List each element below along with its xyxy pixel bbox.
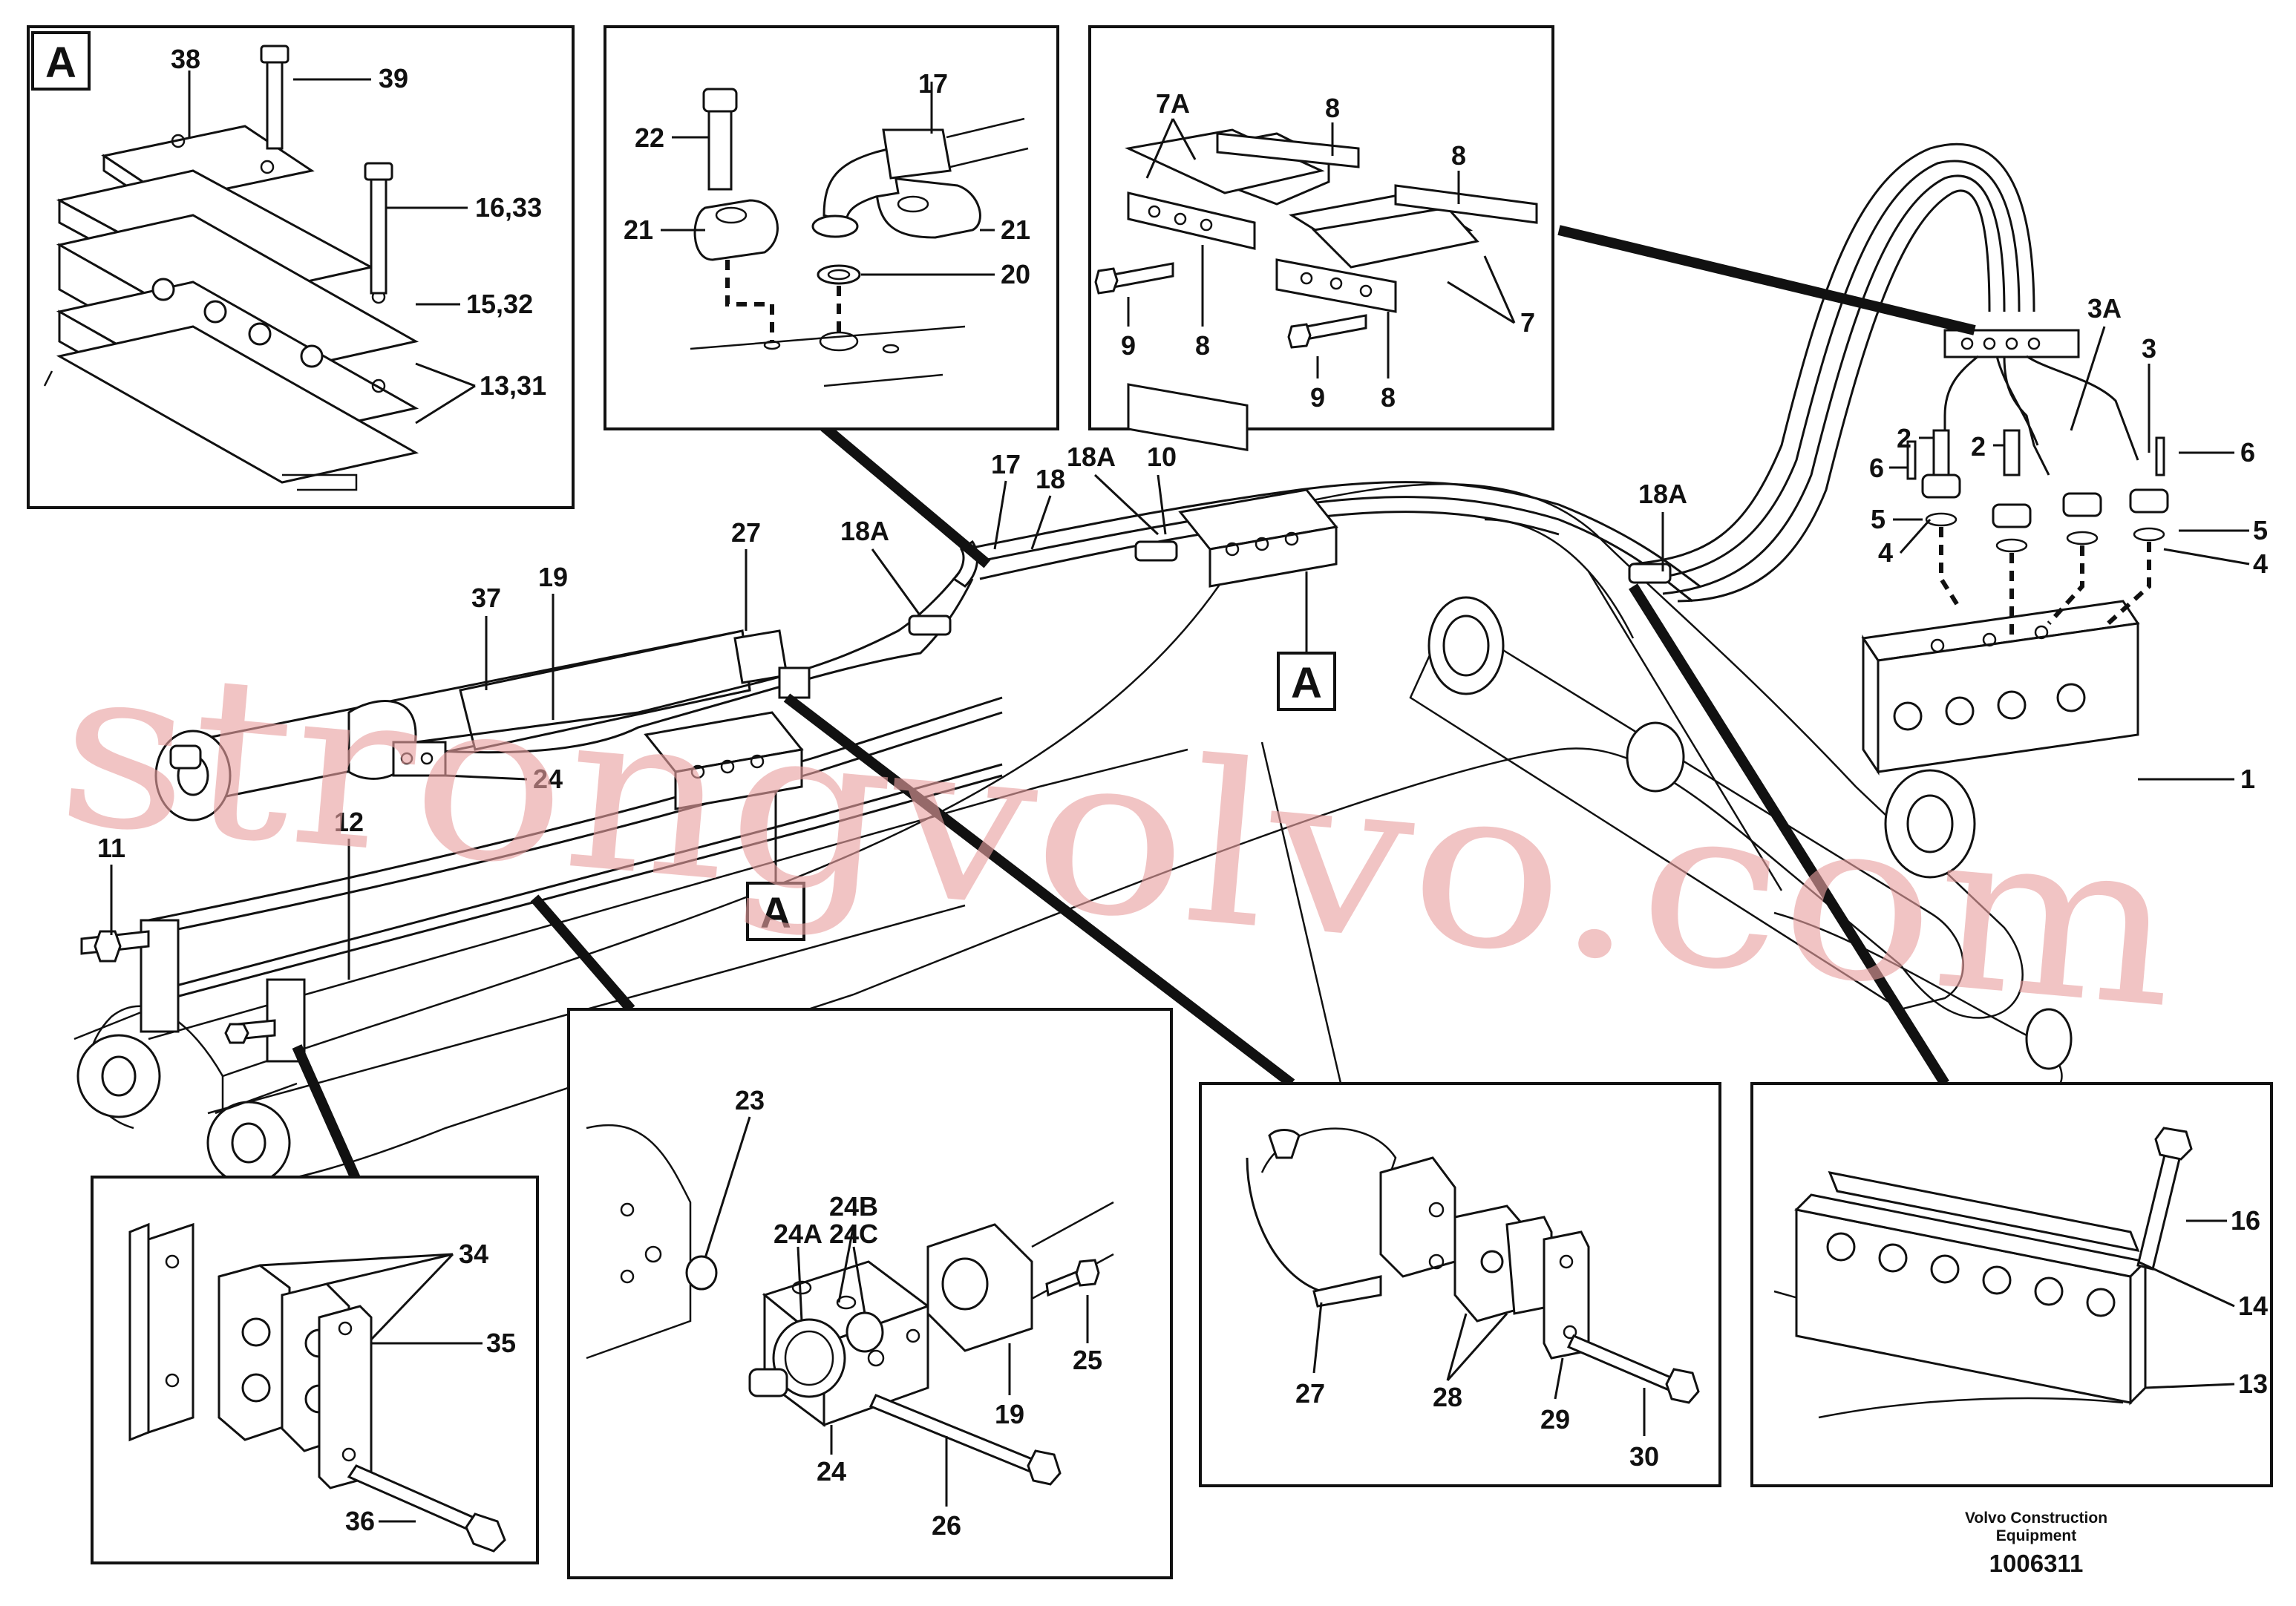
inset-boom-clamp: 16 14 13 (1750, 1082, 2273, 1487)
label-25: 25 (1073, 1345, 1102, 1375)
label-11: 11 (97, 833, 125, 863)
label-8-b: 8 (1451, 140, 1466, 171)
label-7: 7 (1520, 307, 1535, 338)
label-5-b: 5 (2253, 515, 2268, 545)
label-27-main: 27 (731, 517, 761, 548)
label-8-a: 8 (1325, 93, 1340, 123)
label-27-inset: 27 (1295, 1378, 1325, 1409)
inset-clamp-stack: A 38 39 16,33 15,32 13,31 (27, 25, 575, 509)
label-16: 16 (2231, 1205, 2260, 1236)
label-23: 23 (735, 1085, 765, 1115)
label-7A: 7A (1156, 88, 1190, 119)
hose-clamp-band (1246, 1157, 1322, 1293)
label-37: 37 (471, 583, 501, 613)
footer: Volvo Construction Equipment 1006311 (1965, 1510, 2107, 1577)
label-6-b: 6 (2240, 437, 2255, 468)
label-4-a: 4 (1878, 537, 1893, 568)
o-ring-24C (846, 1311, 884, 1353)
label-17-inset: 17 (918, 68, 948, 99)
clamp-half-a (218, 1264, 291, 1441)
label-24B: 24B (829, 1191, 878, 1222)
label-9-b: 9 (1310, 382, 1325, 413)
label-10: 10 (1147, 442, 1177, 472)
label-14: 14 (2238, 1291, 2268, 1321)
inset-hose-clamp: 27 28 29 30 (1199, 1082, 1721, 1487)
label-24-inset: 24 (817, 1456, 846, 1487)
flange-half-right (874, 177, 981, 239)
label-39: 39 (379, 63, 408, 94)
o-ring-24A (772, 1318, 846, 1398)
callout-connectors (292, 225, 1976, 1182)
label-24C: 24C (829, 1219, 878, 1249)
bolt-22 (707, 99, 733, 191)
view-tag-inset: A (45, 39, 76, 87)
control-valve (1861, 600, 2140, 776)
label-18: 18 (1036, 464, 1065, 494)
label-18A-right: 18A (1638, 479, 1687, 509)
label-21-right: 21 (1001, 214, 1030, 245)
main-assembly (73, 142, 2169, 1225)
valve-hose-clamp (1943, 329, 2080, 358)
inset-clamp-bars: 7A 8 8 9 8 9 8 7 (1088, 25, 1554, 451)
label-13: 13 (2238, 1369, 2268, 1399)
label-34: 34 (459, 1239, 488, 1269)
label-16-33: 16,33 (475, 192, 542, 223)
view-tag-main-upper: A (1291, 659, 1322, 707)
footer-company: Volvo Construction (1965, 1510, 2107, 1527)
label-3: 3 (2142, 333, 2156, 364)
label-5-a: 5 (1871, 504, 1885, 534)
drawing-number: 1006311 (1989, 1550, 2084, 1577)
inset-flange-fitting: 22 17 21 21 20 (604, 25, 1059, 430)
label-8-d: 8 (1381, 382, 1396, 413)
label-29: 29 (1540, 1404, 1570, 1435)
label-35: 35 (486, 1328, 516, 1358)
label-28: 28 (1433, 1382, 1462, 1412)
label-22: 22 (635, 122, 664, 153)
label-3A: 3A (2087, 293, 2122, 324)
label-38: 38 (171, 44, 200, 74)
label-17-main: 17 (991, 449, 1021, 479)
label-2-a: 2 (1897, 423, 1911, 453)
elbow-fitting (822, 147, 900, 225)
label-2-b: 2 (1971, 431, 1986, 462)
label-9-a: 9 (1121, 330, 1136, 361)
view-tag-main-lower: A (760, 889, 791, 937)
label-36: 36 (345, 1506, 375, 1536)
label-1: 1 (2240, 764, 2255, 794)
label-26: 26 (932, 1510, 961, 1541)
label-13-31: 13,31 (480, 370, 546, 401)
label-24A: 24A (773, 1219, 822, 1249)
inset-hydraulic-block: 23 24B 24C 24A 25 19 24 26 (567, 1008, 1173, 1579)
label-19-inset: 19 (995, 1399, 1024, 1429)
flange-half-left (693, 199, 779, 261)
label-15-32: 15,32 (466, 289, 533, 319)
hydraulic-block (392, 741, 447, 777)
footer-company-line2: Equipment (1996, 1527, 2077, 1544)
bolt-16-33 (370, 169, 387, 295)
label-4-b: 4 (2253, 548, 2268, 579)
inset-arm-clamp: 34 35 36 (91, 1176, 539, 1564)
label-8-c: 8 (1195, 330, 1210, 361)
label-20: 20 (1001, 259, 1030, 289)
label-30: 30 (1629, 1441, 1659, 1472)
label-19-main: 19 (538, 562, 568, 592)
label-18A-left: 18A (840, 516, 889, 546)
label-6-a: 6 (1869, 453, 1884, 483)
label-18A-center: 18A (1067, 442, 1116, 472)
o-ring-23 (685, 1255, 718, 1291)
label-12: 12 (334, 807, 364, 837)
boom-clamp-block (1178, 488, 1338, 588)
label-24-main: 24 (533, 764, 563, 794)
o-ring-20 (817, 264, 861, 285)
bolt-39 (266, 50, 284, 150)
arm-clamp-block (644, 711, 804, 810)
main-callouts: 3A 3 2 2 6 6 5 5 4 4 1 18A 17 18 18A 10 … (97, 293, 2268, 980)
label-21-left: 21 (624, 214, 653, 245)
